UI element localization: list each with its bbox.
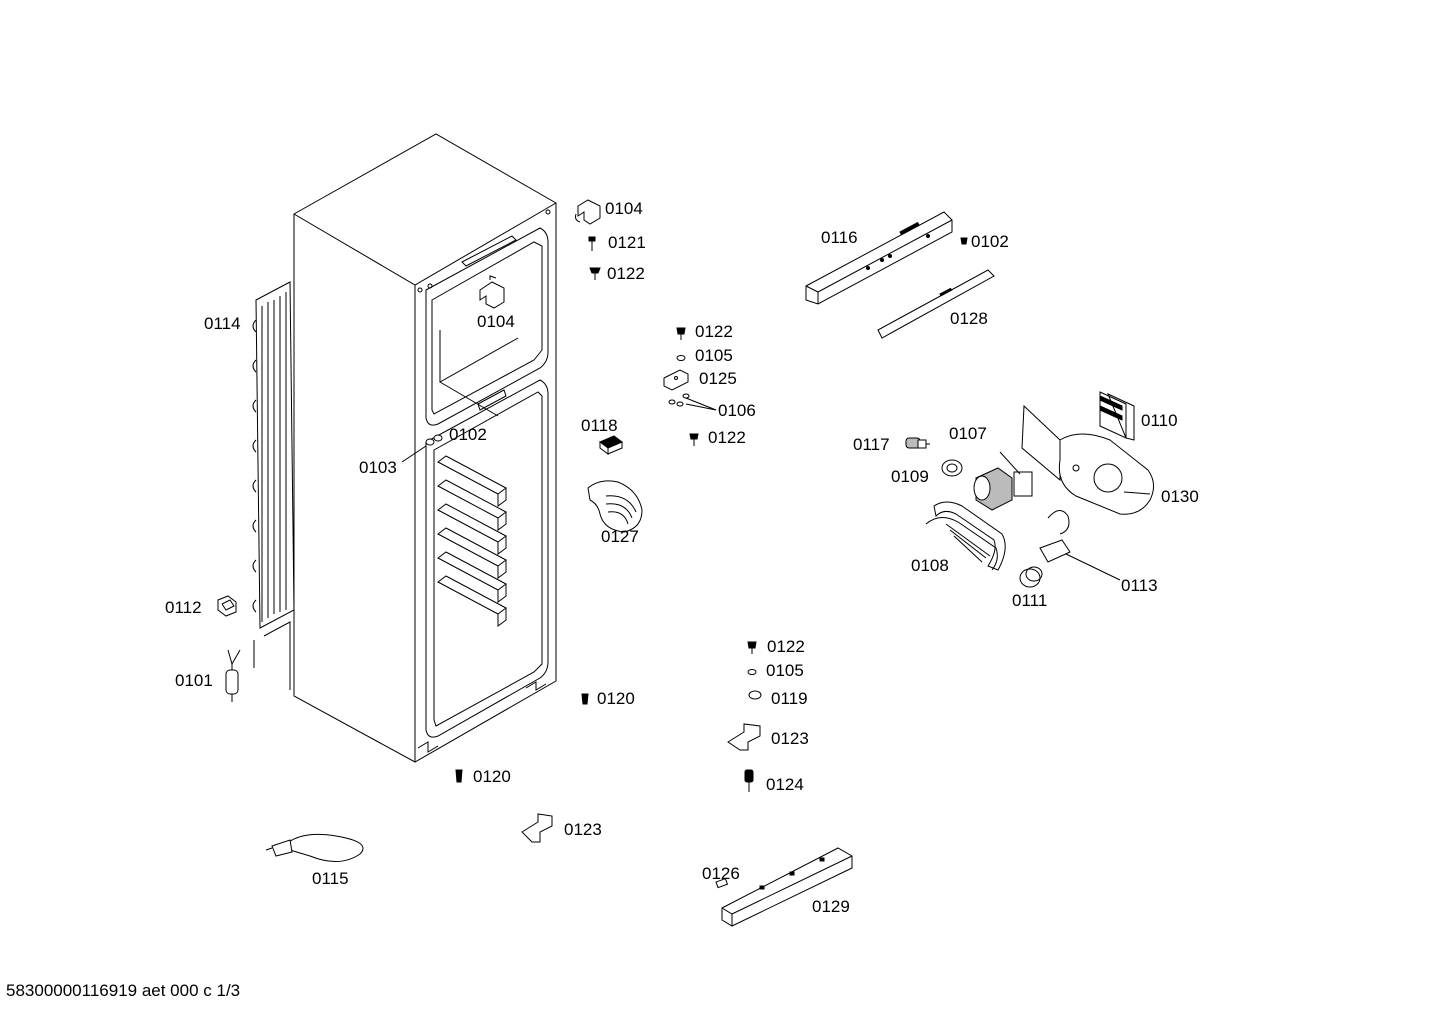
hinge-0125: [663, 369, 689, 391]
label-0127: 0127: [601, 527, 639, 546]
washer-0105-b: [747, 669, 757, 675]
screw-0122-d: [747, 641, 757, 654]
label-0113: 0113: [1121, 576, 1158, 595]
screw-0124: [744, 769, 754, 792]
label-0104-a: 0104: [605, 199, 643, 218]
condenser-coil: [252, 281, 295, 690]
socket-0109: [941, 459, 963, 477]
label-0126: 0126: [702, 864, 740, 883]
screw-0120-a: [581, 693, 589, 705]
freezer-shelves: [437, 455, 507, 627]
washer-0119: [748, 690, 762, 700]
lamp-housing-0130: [1021, 404, 1154, 515]
lamp-cover-0108: [925, 501, 1006, 571]
hinge-0104-inner: [479, 275, 505, 309]
label-0124: 0124: [766, 775, 804, 794]
label-0102-b: 0102: [971, 232, 1009, 251]
label-0102-a: 0102: [449, 425, 487, 444]
label-0118: 0118: [581, 416, 618, 435]
label-0121: 0121: [608, 233, 646, 252]
label-0103: 0103: [359, 458, 397, 477]
screw-0120-b: [455, 769, 463, 783]
label-0122-d: 0122: [767, 637, 805, 656]
label-0128: 0128: [950, 309, 988, 328]
label-0119: 0119: [771, 689, 808, 708]
lamp-0117: [905, 437, 930, 449]
label-0122-a: 0122: [607, 264, 645, 283]
document-id-footer: 58300000116919 aet 000 c 1/3: [6, 981, 241, 1000]
fan-cover-0127: [587, 480, 643, 533]
label-0101: 0101: [175, 671, 213, 690]
clip-0126: [715, 877, 729, 889]
label-0123-b: 0123: [564, 820, 602, 839]
bracket-0123-b: [521, 813, 553, 843]
knob-0111: [1019, 566, 1043, 588]
clip-0118: [599, 435, 623, 455]
bracket-0123-a: [727, 723, 761, 751]
label-0123-a: 0123: [771, 729, 809, 748]
label-0117: 0117: [853, 435, 890, 454]
label-0107: 0107: [949, 424, 987, 443]
refrigerator-cabinet: [293, 133, 557, 763]
label-0108: 0108: [911, 556, 949, 575]
capillary-dryer-0101: [225, 649, 241, 702]
screw-0121: [588, 236, 596, 251]
label-0109: 0109: [891, 467, 929, 486]
label-0105-b: 0105: [766, 661, 804, 680]
label-0104-b: 0104: [477, 312, 515, 331]
label-0120-b: 0120: [473, 767, 511, 786]
power-cord-0115: [265, 833, 364, 862]
label-0122-b: 0122: [695, 322, 733, 341]
label-0120-a: 0120: [597, 689, 635, 708]
thermostat-0107: [973, 451, 1033, 511]
label-0116: 0116: [821, 228, 858, 247]
screw-0122-b: [676, 327, 686, 340]
label-0110: 0110: [1141, 411, 1178, 430]
label-0115: 0115: [312, 869, 349, 888]
hinge-0104-top: [575, 199, 601, 225]
label-0125: 0125: [699, 369, 737, 388]
washer-0105-a: [676, 355, 686, 361]
label-0114: 0114: [204, 314, 241, 333]
label-0106: 0106: [718, 401, 756, 420]
strip-0128: [877, 269, 995, 339]
clip-0112: [217, 595, 237, 617]
screw-0102-b: [960, 237, 968, 245]
label-0112: 0112: [165, 598, 202, 617]
control-panel-0116: [805, 211, 953, 305]
pins-0106: [668, 393, 717, 411]
label-0122-c: 0122: [708, 428, 746, 447]
screw-0122-c: [689, 433, 699, 446]
kick-plate-0129: [721, 847, 853, 927]
screw-0122-a: [589, 267, 601, 280]
label-0105-a: 0105: [695, 346, 733, 365]
label-0130: 0130: [1161, 487, 1199, 506]
switch-0113: [1039, 510, 1121, 581]
label-0129: 0129: [812, 897, 850, 916]
sensor-0103-0102: [401, 434, 443, 463]
label-0111: 0111: [1012, 591, 1047, 610]
bracket-0110: [1099, 391, 1135, 441]
